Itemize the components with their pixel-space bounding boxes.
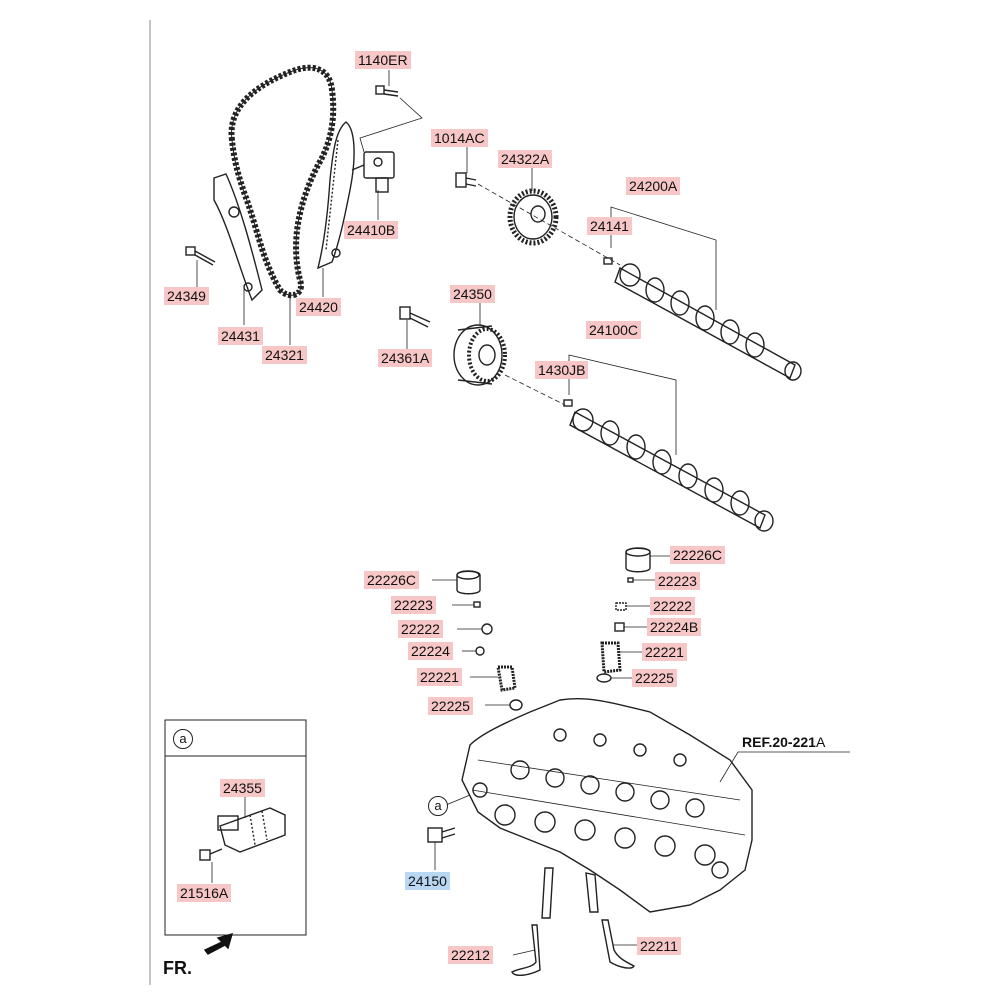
bolt-1140er (375, 85, 399, 97)
head-detail-marker: a (428, 796, 448, 816)
part-label-24420[interactable]: 24420 (296, 298, 341, 316)
cvvt-unit (453, 324, 507, 386)
part-label-24350[interactable]: 24350 (450, 285, 495, 303)
reference-label: REF.20-221A (742, 734, 826, 750)
part-label-24431[interactable]: 24431 (218, 327, 263, 345)
part-label-22225-left[interactable]: 22225 (428, 697, 473, 715)
inset-box (164, 719, 307, 936)
part-label-22223-left[interactable]: 22223 (391, 596, 436, 614)
cylinder-head (461, 697, 753, 913)
bolt-24361a (399, 306, 431, 328)
part-label-24100c[interactable]: 24100C (586, 321, 642, 339)
part-label-24141[interactable]: 24141 (587, 217, 632, 235)
chain-guide-left (213, 173, 263, 302)
hydraulic-tensioner (351, 151, 395, 193)
part-label-1430jb[interactable]: 1430JB (535, 361, 589, 379)
front-label: FR. (163, 958, 192, 978)
camshaft-lower (563, 399, 774, 532)
part-label-24355[interactable]: 24355 (220, 779, 265, 797)
bolt-24349 (185, 246, 216, 266)
part-label-22222-left[interactable]: 22222 (398, 620, 443, 638)
part-label-24349[interactable]: 24349 (164, 287, 209, 305)
bolt-1014ac (455, 172, 477, 188)
part-label-22212[interactable]: 22212 (448, 946, 493, 964)
head-bolt (427, 827, 456, 843)
part-label-24200a[interactable]: 24200A (626, 177, 681, 195)
valve-train-right (596, 547, 651, 683)
part-label-22225-right[interactable]: 22225 (632, 669, 677, 687)
part-label-24150[interactable]: 24150 (405, 872, 450, 890)
part-label-22226c-right[interactable]: 22226C (670, 546, 726, 564)
ocv-bolt (199, 848, 223, 861)
part-label-22223-right[interactable]: 22223 (655, 572, 700, 590)
camshaft-upper (603, 257, 802, 381)
exhaust-cam-sprocket (507, 188, 559, 246)
part-label-24321[interactable]: 24321 (262, 346, 307, 364)
part-label-1014ac[interactable]: 1014AC (431, 129, 488, 147)
intake-valve (511, 867, 554, 977)
part-label-22221-left[interactable]: 22221 (417, 668, 462, 686)
part-label-21516a[interactable]: 21516A (177, 884, 232, 902)
exhaust-valve (585, 872, 635, 969)
part-label-24410b[interactable]: 24410B (344, 221, 399, 239)
valve-train-left (456, 570, 523, 711)
part-label-22211[interactable]: 22211 (637, 937, 681, 955)
ocv-valve (217, 807, 286, 853)
part-label-22226c-left[interactable]: 22226C (364, 571, 420, 589)
chain-tensioner-arm (316, 121, 355, 270)
part-label-1140er[interactable]: 1140ER (355, 51, 411, 69)
timing-chain (228, 64, 337, 299)
part-label-22224b[interactable]: 22224B (647, 618, 702, 636)
part-label-24361a[interactable]: 24361A (378, 349, 433, 367)
part-label-22222-right[interactable]: 22222 (650, 597, 695, 615)
part-label-22224-left[interactable]: 22224 (408, 642, 453, 660)
front-arrow-icon (203, 932, 234, 955)
part-label-24322a[interactable]: 24322A (498, 150, 553, 168)
part-label-22221-right[interactable]: 22221 (642, 643, 687, 661)
inset-marker: a (173, 729, 193, 749)
